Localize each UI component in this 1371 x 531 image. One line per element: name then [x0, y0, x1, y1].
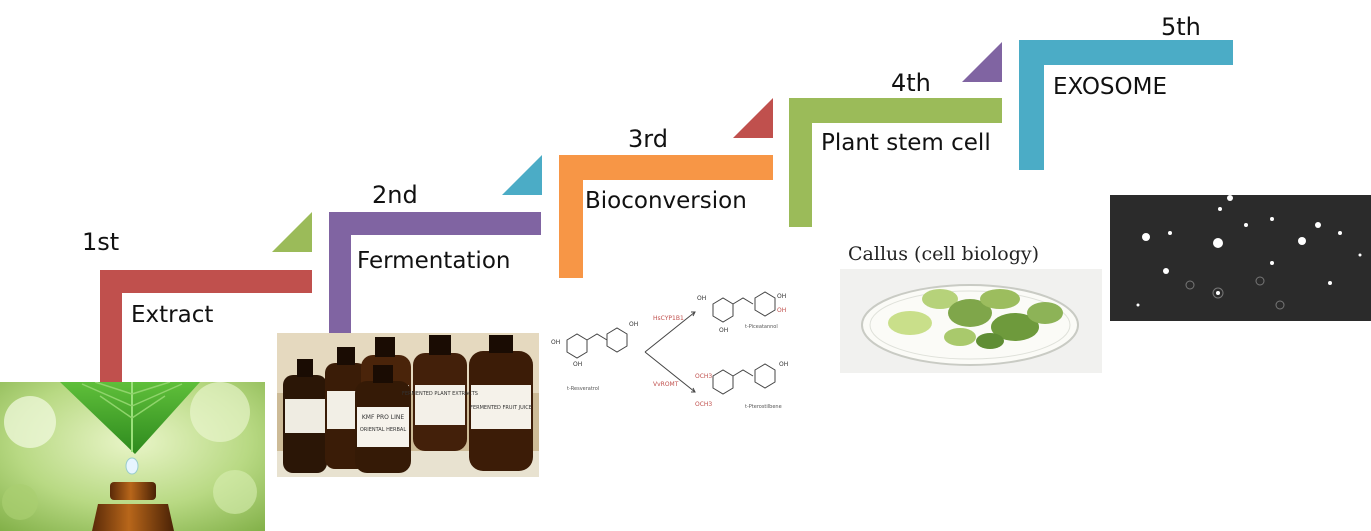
step-2-bar-horizontal	[329, 212, 541, 235]
step-3-ordinal: 3rd	[628, 125, 668, 153]
chem-oh-3: OH	[629, 321, 638, 328]
step-1-label: Extract	[131, 302, 214, 328]
step-2-bar-vertical	[329, 212, 351, 334]
step-3-label: Bioconversion	[585, 188, 747, 214]
chem-substrate: t-Resveratrol	[567, 386, 599, 392]
chem-oh-4: OH	[697, 295, 706, 302]
callus-caption: Callus (cell biology)	[848, 243, 1040, 265]
step-4-bar-horizontal	[789, 98, 1002, 123]
chem-product-top: t-Piceatannol	[745, 324, 778, 330]
step-3-bar-horizontal	[559, 155, 773, 180]
step-4-label: Plant stem cell	[821, 130, 991, 156]
exosome-photo	[1110, 195, 1371, 321]
chem-oh-8: OH	[779, 361, 788, 368]
step-1-bar-vertical	[100, 270, 122, 385]
chem-oh-7: OH	[719, 327, 728, 334]
chem-oh-6: OH	[777, 307, 786, 314]
step-1-ordinal: 1st	[82, 228, 120, 256]
fermentation-photo: KMF PRO LINE FERMENTED PLANT EXTRACTS OR…	[277, 333, 539, 477]
chem-product-bottom: t-Pterostilbene	[745, 404, 782, 410]
chem-oh-5: OH	[777, 293, 786, 300]
bottle-product1-label: ORIENTAL HERBAL	[360, 427, 406, 433]
bottle-line-label: FERMENTED PLANT EXTRACTS	[402, 391, 478, 397]
step-3-accent-triangle	[733, 98, 773, 138]
extract-photo	[0, 382, 265, 531]
step-1-accent-triangle	[272, 212, 312, 252]
chem-oh-2: OH	[573, 361, 582, 368]
step-2-ordinal: 2nd	[372, 181, 418, 209]
step-4-ordinal: 4th	[891, 69, 931, 97]
step-5-label: EXOSOME	[1053, 74, 1168, 100]
step-1-bar-horizontal	[100, 270, 312, 293]
step-2-label: Fermentation	[357, 248, 511, 274]
chem-och3-1: OCH3	[695, 373, 712, 380]
bottle-product2-label: FERMENTED FRUIT JUICE	[470, 405, 532, 411]
chem-och3-2: OCH3	[695, 401, 712, 408]
bottle-brand-label: KMF PRO LINE	[362, 414, 404, 421]
step-4-bar-vertical	[789, 98, 812, 227]
step-2-accent-triangle	[502, 155, 542, 195]
step-5-ordinal: 5th	[1161, 13, 1201, 41]
bioconversion-scheme: OH OH OH t-Resveratrol HsCYP1B1 VvROMT O…	[545, 282, 810, 432]
callus-photo: Callus (cell biology)	[840, 237, 1102, 373]
chem-enzyme-top: HsCYP1B1	[653, 315, 684, 322]
step-5-bar-horizontal	[1019, 40, 1233, 65]
chem-enzyme-bottom: VvROMT	[653, 381, 679, 388]
step-4-accent-triangle	[962, 42, 1002, 82]
chem-oh-1: OH	[551, 339, 560, 346]
